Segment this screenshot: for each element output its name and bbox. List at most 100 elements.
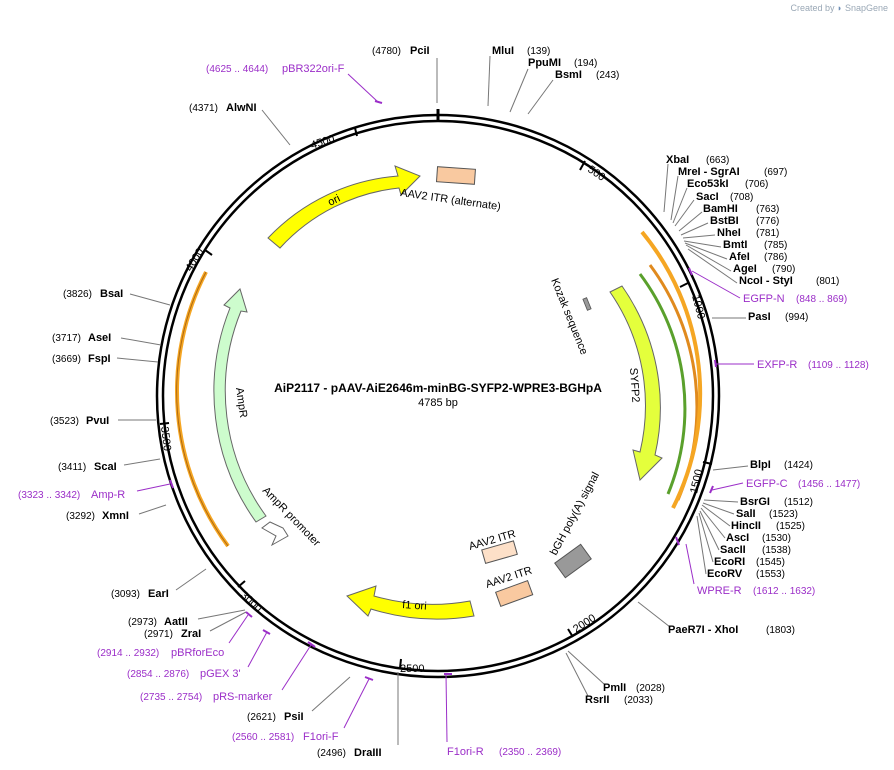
svg-text:(1553): (1553) [756, 569, 785, 580]
primer-egfp-n: EGFP-N(848 .. 869) [688, 267, 847, 305]
enzyme-aatii: (2973) AatII [128, 609, 246, 628]
enzyme-agei: AgeI(790) [685, 244, 795, 275]
svg-text:(3093): (3093) [111, 589, 140, 600]
tick-2000: 2000 [567, 612, 598, 638]
feature-aav2-itr-1 [481, 540, 518, 565]
svg-text:(1538): (1538) [762, 545, 791, 556]
svg-text:BmtI: BmtI [723, 239, 747, 251]
svg-text:(2033): (2033) [624, 695, 653, 706]
feature-bgh-polya [554, 543, 592, 579]
svg-text:(763): (763) [756, 204, 779, 215]
svg-text:NheI: NheI [717, 227, 741, 239]
primer-egfp-c: EGFP-C(1456 .. 1477) [709, 478, 860, 494]
enzyme-bamhi: BamHI (763) [678, 203, 779, 232]
svg-text:Eco53kI: Eco53kI [687, 178, 729, 190]
primer-amp-r: (3323 .. 3342) Amp-R [18, 479, 174, 501]
enzyme-zrai: (2971)ZraI [144, 611, 247, 640]
orf-arc-5 [176, 271, 229, 547]
svg-text:AatII: AatII [164, 616, 188, 628]
enzyme-mrei: MreI - SgrAI(697) [670, 166, 787, 221]
svg-text:(663): (663) [706, 155, 729, 166]
svg-text:(1424): (1424) [784, 460, 813, 471]
enzyme-pcii: (4780)PciI [372, 45, 438, 103]
svg-text:(3411): (3411) [58, 462, 86, 473]
svg-text:F1ori-F: F1ori-F [303, 731, 339, 743]
enzyme-rsrii: RsrII(2033) [565, 652, 653, 706]
feature-ampr-promoter [261, 521, 289, 547]
svg-text:NcoI - StyI: NcoI - StyI [739, 275, 793, 287]
svg-text:(3323 .. 3342): (3323 .. 3342) [18, 490, 80, 501]
primer-sites: (4625 .. 4644)pBR322ori-F EGFP-N(848 .. … [18, 63, 869, 758]
svg-text:HincII: HincII [731, 520, 761, 532]
svg-text:PpuMI: PpuMI [528, 57, 561, 69]
enzyme-eco53ki: Eco53kI(706) [672, 178, 768, 224]
svg-text:BsrGI: BsrGI [740, 496, 770, 508]
svg-text:(2735 .. 2754): (2735 .. 2754) [140, 692, 202, 703]
svg-text:PvuI: PvuI [86, 415, 109, 427]
orf-arc-1 [638, 273, 687, 495]
enzyme-bsrgi: BsrGI (1512) [703, 496, 813, 508]
feature-ampr [213, 288, 267, 523]
svg-text:(2914 .. 2932): (2914 .. 2932) [97, 648, 159, 659]
svg-text:(2621): (2621) [247, 712, 276, 723]
svg-text:BstBI: BstBI [710, 215, 739, 227]
enzyme-bmti: BmtI(785) [683, 239, 787, 251]
svg-text:(1512): (1512) [784, 497, 813, 508]
feature-ampr-promoter-label: AmpR promoter [260, 485, 323, 549]
svg-text:XbaI: XbaI [666, 154, 689, 166]
svg-text:(2560 .. 2581): (2560 .. 2581) [232, 732, 294, 743]
enzyme-sali: SalI(1523) [702, 502, 798, 520]
feature-ori-label: ori [326, 193, 342, 209]
snapgene-logo-icon: ◗ [837, 3, 843, 13]
tick-500: 500 [579, 160, 607, 184]
feature-aav2-itr-2 [494, 579, 534, 607]
primer-exfp-r: EXFP-R(1109 .. 1128) [714, 359, 869, 371]
svg-text:Amp-R: Amp-R [91, 489, 125, 501]
svg-text:(3717): (3717) [52, 333, 81, 344]
svg-text:(4780): (4780) [372, 46, 401, 57]
enzyme-pvui: (3523)PvuI [50, 415, 156, 427]
plasmid-size: 4785 bp [418, 397, 458, 409]
brand-prefix: Created by [790, 3, 835, 13]
brand-name: SnapGene [844, 3, 888, 13]
svg-text:BsaI: BsaI [100, 288, 123, 300]
enzyme-blpi: BlpI(1424) [712, 459, 813, 471]
enzyme-xmni: (3292)XmnI [66, 504, 167, 522]
feature-ori [267, 165, 421, 249]
feature-aav2-itr-alt-label: AAV2 ITR (alternate) [400, 187, 502, 213]
svg-text:1500: 1500 [688, 468, 705, 495]
enzyme-draiii: (2496)DraIII [317, 672, 399, 759]
feature-ampr-label: AmpR [233, 387, 249, 419]
primer-prs-marker: (2735 .. 2754)pRS-marker [140, 641, 316, 703]
enzyme-psii: (2621) PsiI [247, 676, 351, 723]
svg-text:3500: 3500 [158, 426, 173, 452]
svg-text:(848 .. 869): (848 .. 869) [796, 294, 847, 305]
snapgene-brand: Created by ◗ SnapGene [790, 3, 888, 13]
svg-text:AlwNI: AlwNI [226, 102, 257, 114]
svg-text:(2350 .. 2369): (2350 .. 2369) [499, 747, 561, 758]
svg-text:AgeI: AgeI [733, 263, 757, 275]
orf-arc-3 [640, 230, 703, 509]
enzyme-sites: (4780)PciI MluI(139) PpuMI(194) BsmI(243… [50, 45, 839, 759]
tick-2500: 2500 [399, 658, 424, 675]
svg-text:(243): (243) [596, 70, 619, 81]
svg-text:PsiI: PsiI [284, 711, 304, 723]
svg-text:(1612 .. 1632): (1612 .. 1632) [753, 586, 815, 597]
primer-wpre-r: WPRE-R(1612 .. 1632) [675, 536, 815, 597]
svg-text:4000: 4000 [183, 246, 206, 273]
svg-text:BsmI: BsmI [555, 69, 582, 81]
svg-text:(2028): (2028) [636, 683, 665, 694]
svg-text:MluI: MluI [492, 45, 514, 57]
svg-text:(2973): (2973) [128, 617, 157, 628]
tick-3500: 3500 [158, 422, 173, 452]
svg-text:(2496): (2496) [317, 748, 346, 759]
svg-text:(1803): (1803) [766, 625, 795, 636]
enzyme-saci: SacI(708) [674, 191, 753, 227]
tick-4000: 4000 [183, 246, 213, 274]
svg-text:(1456 .. 1477): (1456 .. 1477) [798, 479, 860, 490]
feature-aav2-itr-alt [435, 166, 476, 185]
enzyme-ncoi: NcoI - StyI(801) [687, 248, 839, 287]
svg-text:(3292): (3292) [66, 511, 95, 522]
svg-text:BamHI: BamHI [703, 203, 738, 215]
svg-text:(994): (994) [785, 312, 808, 323]
